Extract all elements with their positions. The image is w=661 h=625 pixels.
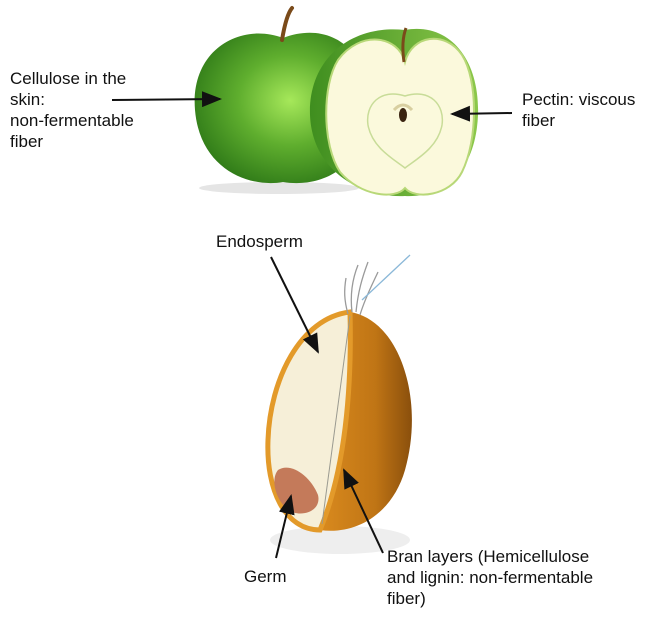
bran-arrow [343, 468, 384, 554]
cellulose-label-line: Cellulose in the [10, 69, 127, 88]
pectin-label-line: fiber [522, 111, 556, 130]
bran-label-line: fiber) [387, 589, 426, 608]
cellulose-label-line: fiber [10, 132, 44, 151]
cellulose-label-line: non-fermentable [10, 111, 134, 130]
germ-arrow [275, 494, 295, 559]
bran-label-line: Bran layers (Hemicellulose [387, 547, 590, 566]
bran-label-line: and lignin: non-fermentable [387, 568, 594, 587]
cellulose-arrow [111, 91, 222, 108]
pectin-label-line: Pectin: viscous [522, 90, 636, 109]
cellulose-label: Cellulose in the skin: non-fermentable f… [10, 68, 134, 152]
wheat-kernel-illustration [265, 254, 412, 554]
endosperm-arrow [270, 256, 319, 354]
pectin-label: Pectin: viscous fiber [522, 89, 635, 131]
bran-label: Bran layers (Hemicellulose and lignin: n… [387, 546, 593, 609]
cellulose-label-line: skin: [10, 90, 45, 109]
germ-label: Germ [244, 567, 287, 586]
pectin-arrow [450, 105, 513, 122]
endosperm-label: Endosperm [216, 232, 303, 251]
halved-apple-illustration [309, 27, 479, 197]
